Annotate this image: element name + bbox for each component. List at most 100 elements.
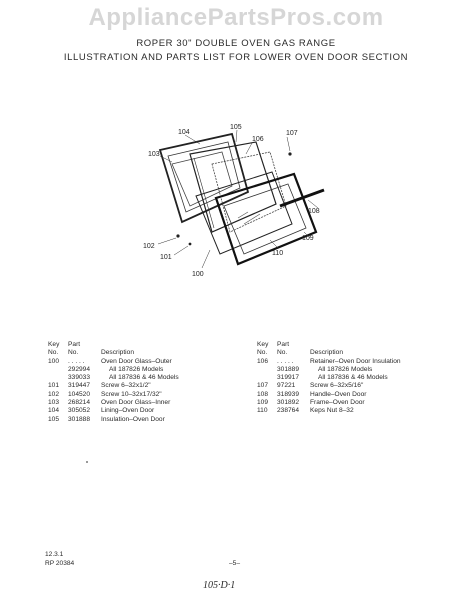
table-row: 292994 All 187826 Models <box>48 366 179 374</box>
key-cell <box>257 366 277 374</box>
description-cell: All 187836 & 46 Models <box>318 374 388 382</box>
key-cell: 108 <box>257 390 269 398</box>
inner-glass <box>171 151 233 207</box>
part-cell: 301888 <box>68 415 91 423</box>
callout-106: 106 <box>252 136 264 143</box>
part-cell: 319917 <box>277 374 300 382</box>
glass-shine-2 <box>243 213 261 225</box>
description-cell: Screw 10–32x17/32" <box>101 390 162 398</box>
table-row: 110 238764 Keps Nut 8–32 <box>257 407 401 415</box>
callout-100: 100 <box>192 271 204 278</box>
callout-110: 110 <box>272 250 283 257</box>
door-lining <box>158 132 250 224</box>
footer-doc-number: RP 20384 <box>45 560 75 567</box>
key-cell: 104 <box>48 407 60 415</box>
key-cell: 106 <box>257 357 269 365</box>
leader-lines <box>157 129 319 269</box>
description-cell: Lining–Oven Door <box>101 407 155 415</box>
key-cell <box>48 374 68 382</box>
part-cell: . . . . . <box>68 357 85 365</box>
part-cell: 104520 <box>68 390 91 398</box>
table-row: 319917 All 187836 & 46 Models <box>257 374 401 382</box>
description-cell: Oven Door Glass–Outer <box>101 357 172 365</box>
key-cell: 103 <box>48 399 60 407</box>
glass-shine-1 <box>237 211 249 219</box>
part-cell: 292994 <box>68 365 91 373</box>
description-cell: Insulation–Oven Door <box>101 415 165 423</box>
description-cell: All 187826 Models <box>109 365 164 373</box>
description-cell: Frame–Oven Door <box>310 399 365 407</box>
parts-table-right-body: 106 . . . . . Retainer–Oven Door Insulatio… <box>257 358 401 416</box>
table-row: 100 . . . . . Oven Door Glass–Outer <box>48 358 179 366</box>
table-row: 301889 All 187826 Models <box>257 366 401 374</box>
table-row: 109 301892 Frame–Oven Door <box>257 399 401 407</box>
diagram-svg: 104 105 106 107 103 108 109 102 101 110 … <box>143 124 325 278</box>
callout-102: 102 <box>143 243 155 250</box>
key-cell: 110 <box>257 407 268 415</box>
scan-speck <box>86 461 88 463</box>
table-row: 106 . . . . . Retainer–Oven Door Insulatio… <box>257 358 401 366</box>
table-row: 339033 All 187836 & 46 Models <box>48 374 179 382</box>
page-subtitle: ILLUSTRATION AND PARTS LIST FOR LOWER OV… <box>63 52 409 63</box>
description-cell: Screw 6–32x5/16" <box>310 382 364 390</box>
description-cell: Keps Nut 8–32 <box>310 407 354 415</box>
key-cell: 109 <box>257 399 269 407</box>
exploded-parts-diagram: 104 105 106 107 103 108 109 102 101 110 … <box>120 120 370 290</box>
description-cell: Oven Door Glass–Inner <box>101 399 171 407</box>
key-cell: 101 <box>48 382 60 390</box>
key-cell: 107 <box>257 382 269 390</box>
description-cell: Retainer–Oven Door Insulation <box>310 357 401 365</box>
part-cell: . . . . . <box>277 357 294 365</box>
callout-104: 104 <box>178 129 190 136</box>
screw-101 <box>188 242 192 246</box>
key-cell: 102 <box>48 390 60 398</box>
part-cell: 319447 <box>68 382 91 390</box>
description-cell: Screw 6–32x1/2" <box>101 382 151 390</box>
page-number: –5– <box>229 560 241 567</box>
watermark: AppliancePartsPros.com <box>88 4 384 31</box>
part-cell: 238764 <box>277 407 300 415</box>
door-handle <box>279 188 325 208</box>
screw-107 <box>288 152 292 156</box>
insulation-retainer <box>211 151 287 233</box>
part-cell: 97221 <box>277 382 296 390</box>
table-row: 102 104520 Screw 10–32x17/32" <box>48 391 179 399</box>
description-cell: All 187826 Models <box>318 365 373 373</box>
callout-107: 107 <box>286 130 298 137</box>
callout-109: 109 <box>302 235 314 242</box>
handwritten-note: 105·D·1 <box>203 580 236 591</box>
page-title: ROPER 30" DOUBLE OVEN GAS RANGE <box>136 38 336 49</box>
part-cell: 301889 <box>277 365 300 373</box>
table-row: 107 97221 Screw 6–32x5/16" <box>257 382 401 390</box>
key-cell: 105 <box>48 415 60 423</box>
description-cell: All 187836 & 46 Models <box>109 374 179 382</box>
table-row: 105 301888 Insulation–Oven Door <box>48 416 179 424</box>
door-frame <box>214 172 318 266</box>
description-header: Description <box>310 349 343 357</box>
key-cell <box>48 366 68 374</box>
screw-102 <box>176 234 180 238</box>
door-lining-inner <box>167 141 241 213</box>
insulation-panel <box>189 141 277 233</box>
part-cell: 301892 <box>277 399 300 407</box>
key-cell: 100 <box>48 357 60 365</box>
callout-108: 108 <box>308 208 320 215</box>
table-row: 101 319447 Screw 6–32x1/2" <box>48 382 179 390</box>
part-cell: 305052 <box>68 407 91 415</box>
description-cell: Handle–Oven Door <box>310 390 367 398</box>
callout-103: 103 <box>148 151 160 158</box>
part-cell: 339033 <box>68 374 91 382</box>
description-header: Description <box>101 349 134 357</box>
outer-glass <box>195 171 293 255</box>
footer-code: 12.3.1 <box>45 551 64 558</box>
